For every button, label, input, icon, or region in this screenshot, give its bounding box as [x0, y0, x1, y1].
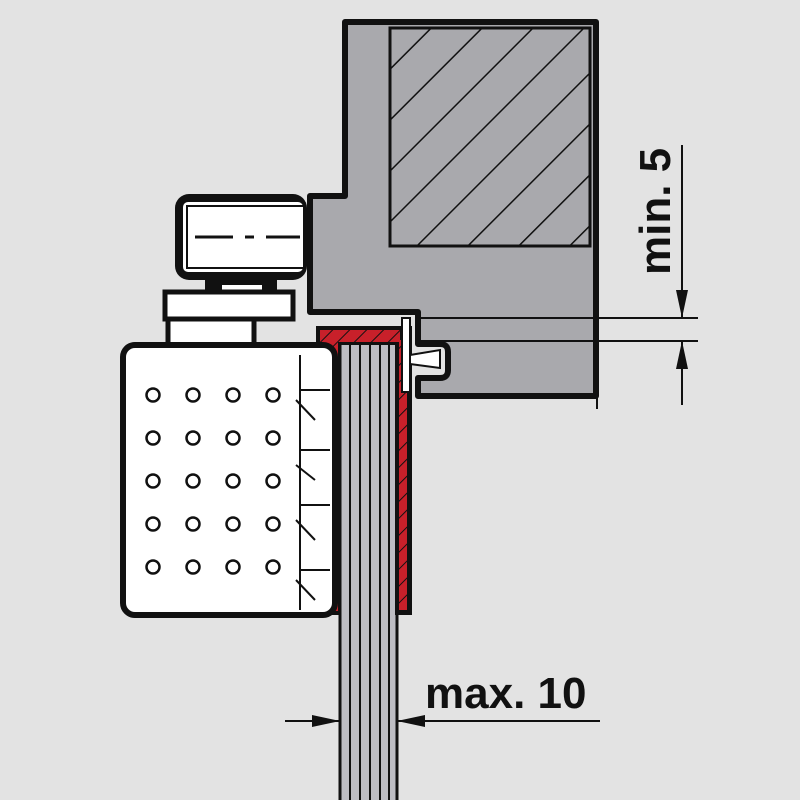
ventilation-dot	[185, 559, 201, 575]
ventilation-dot	[145, 516, 161, 532]
arrow-left-icon	[397, 715, 425, 727]
ventilation-dot	[225, 387, 241, 403]
ventilation-dot	[185, 516, 201, 532]
ventilation-dot	[145, 430, 161, 446]
ventilation-dot	[145, 473, 161, 489]
ventilation-dot	[145, 387, 161, 403]
ventilation-dot	[225, 430, 241, 446]
ventilation-dot	[225, 559, 241, 575]
ventilation-dot	[225, 516, 241, 532]
ventilation-dot	[265, 430, 281, 446]
ventilation-dot	[185, 430, 201, 446]
arrow-right-icon	[312, 715, 340, 727]
closer-ventilation-dots	[145, 387, 281, 575]
closer-pinion	[162, 278, 296, 350]
ventilation-dot	[265, 516, 281, 532]
door-leaf	[338, 336, 399, 800]
arrow-up-icon	[676, 341, 688, 369]
ventilation-dot	[225, 473, 241, 489]
ventilation-dot	[185, 387, 201, 403]
dimension-min-5: min. 5	[420, 145, 698, 405]
ventilation-dot	[265, 559, 281, 575]
dimension-max-10: max. 10	[285, 669, 600, 727]
ventilation-dot	[265, 387, 281, 403]
ventilation-dot	[145, 559, 161, 575]
wall-section-hatched	[388, 26, 592, 248]
closer-arm-housing	[175, 194, 307, 280]
ventilation-dot	[265, 473, 281, 489]
dimension-label-min-5: min. 5	[631, 148, 680, 275]
ventilation-dot	[185, 473, 201, 489]
arrow-down-icon	[676, 290, 688, 318]
dimension-label-max-10: max. 10	[425, 669, 586, 718]
screw-icon	[401, 317, 441, 393]
closer-body	[120, 342, 338, 618]
